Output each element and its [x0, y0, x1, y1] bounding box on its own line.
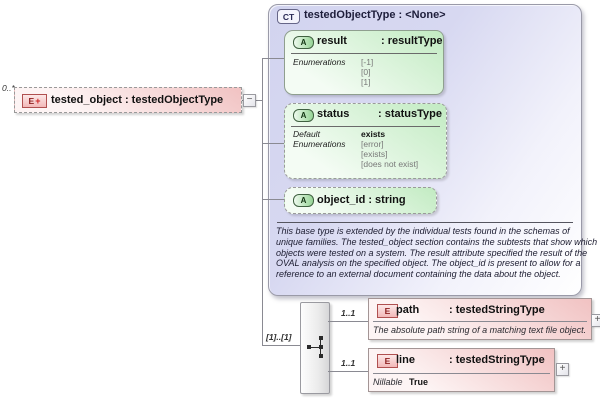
root-occurrence-label: 0..*: [2, 83, 15, 93]
enumerations-label: Enumerations: [293, 139, 346, 149]
connector-to-path: [328, 321, 368, 322]
element-line-name: line: [396, 354, 415, 366]
enum-value: [exists]: [361, 149, 388, 159]
attribute-status: A status : statusType Default exists Enu…: [284, 103, 447, 179]
default-label: Default: [293, 129, 320, 139]
line-occurrence-label: 1..1: [341, 358, 356, 368]
element-path[interactable]: E path : testedStringType The absolute p…: [368, 298, 592, 340]
element-icon-label: E: [28, 96, 35, 106]
attribute-icon-label: A: [300, 38, 307, 47]
attribute-icon: A: [293, 36, 314, 49]
sequence-occurrence-label: [1]..[1]: [266, 332, 292, 342]
sequence-icon-dot: [319, 345, 323, 349]
enumerations-label: Enumerations: [293, 57, 346, 67]
element-icon: E+: [22, 94, 47, 108]
element-path-annotation: The absolute path string of a matching t…: [373, 325, 587, 335]
complex-type-icon: CT: [277, 9, 300, 24]
attribute-object-id: A object_id : string: [284, 187, 437, 214]
connector-stub-object-id: [262, 199, 284, 200]
element-path-type: : testedStringType: [449, 304, 545, 316]
sequence-icon-dot: [319, 354, 323, 358]
attribute-result: A result : resultType Enumerations [-1] …: [284, 30, 444, 95]
sequence-compositor: [300, 302, 330, 394]
expand-toggle-line[interactable]: +: [556, 363, 569, 376]
complex-type-title: testedObjectType : <None>: [304, 9, 446, 21]
minus-icon: −: [246, 94, 253, 105]
attribute-icon-label: A: [300, 196, 307, 205]
connector-stub-result: [262, 58, 284, 59]
annotation-divider: [277, 222, 573, 223]
element-icon: E: [377, 354, 398, 368]
element-tested-object-label: tested_object : testedObjectType: [51, 94, 224, 106]
element-line-type: : testedStringType: [449, 354, 545, 366]
enum-value: [-1]: [361, 57, 374, 67]
default-value: exists: [361, 129, 386, 139]
collapse-toggle[interactable]: −: [243, 94, 256, 107]
connector-to-line: [328, 371, 368, 372]
element-icon-label: E: [384, 356, 391, 366]
element-line[interactable]: E line : testedStringType Nillable True: [368, 348, 555, 392]
complex-type-icon-label: CT: [282, 11, 295, 22]
sequence-icon-dot: [319, 336, 323, 340]
attribute-status-type: : statusType: [378, 108, 442, 120]
attribute-icon: A: [293, 109, 314, 122]
connector-trunk: [262, 58, 263, 346]
attribute-object-id-label: object_id : string: [317, 194, 406, 206]
sequence-icon-line: [320, 338, 321, 357]
enum-value: [1]: [361, 77, 371, 87]
divider: [291, 53, 437, 54]
enum-value: [error]: [361, 139, 384, 149]
expand-toggle-path[interactable]: +: [591, 314, 600, 327]
attribute-result-name: result: [317, 35, 347, 47]
sequence-icon-line: [310, 347, 320, 348]
connector-stub-sequence: [262, 345, 300, 346]
element-icon-label: E: [384, 306, 391, 316]
attribute-icon: A: [293, 194, 314, 207]
complex-type-description: This base type is extended by the indivi…: [276, 226, 598, 280]
sequence-icon: [307, 345, 311, 349]
element-icon: E: [377, 304, 398, 318]
divider: [373, 321, 587, 322]
plus-icon: +: [594, 314, 600, 325]
attribute-status-name: status: [317, 108, 350, 120]
element-tested-object[interactable]: E+ tested_object : testedObjectType: [14, 87, 242, 113]
plus-icon: +: [559, 363, 566, 374]
element-icon-plus: +: [35, 95, 41, 106]
nillable-label: Nillable: [373, 377, 403, 387]
divider: [291, 126, 440, 127]
connector-stub-status: [262, 143, 284, 144]
path-occurrence-label: 1..1: [341, 308, 356, 318]
attribute-result-type: : resultType: [381, 35, 443, 47]
element-path-name: path: [396, 304, 420, 316]
enum-value: [0]: [361, 67, 371, 77]
attribute-icon-label: A: [300, 111, 307, 120]
divider: [373, 373, 550, 374]
nillable-value: True: [409, 377, 429, 387]
enum-value: [does not exist]: [361, 159, 419, 169]
connector-toggle-to-trunk: [256, 100, 263, 101]
